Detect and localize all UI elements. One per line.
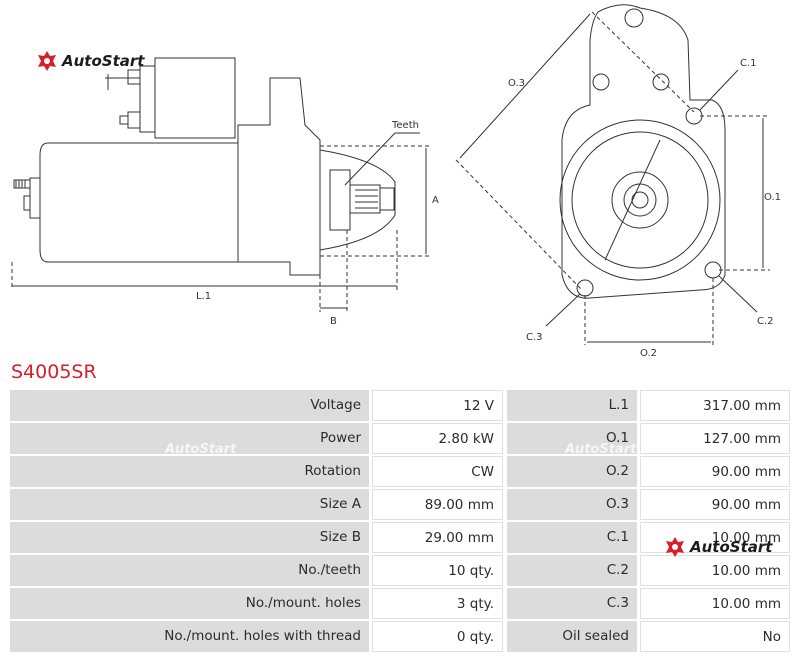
- technical-drawing: Teeth A B L.1 O.1 O.2 O.3 C.1 C.2 C.3: [11, 4, 781, 359]
- spec-label: O.1: [507, 423, 637, 454]
- spec-label: L.1: [507, 390, 637, 421]
- brand-name: AutoStart: [690, 538, 773, 556]
- spec-value: 10.00 mm: [640, 522, 790, 553]
- table-row: No./mount. holes 3 qty. C.3 10.00 mm: [10, 588, 790, 619]
- spec-value: 10.00 mm: [640, 588, 790, 619]
- spec-label: No./mount. holes: [10, 588, 369, 619]
- table-row: No./mount. holes with thread 0 qty. Oil …: [10, 621, 790, 652]
- spec-value: 317.00 mm: [640, 390, 790, 421]
- spec-label: Size B: [10, 522, 369, 553]
- part-number-title: S4005SR: [11, 361, 97, 383]
- spec-label: Oil sealed: [507, 621, 637, 652]
- table-row: Size B 29.00 mm C.1 10.00 mm: [10, 522, 790, 553]
- spec-value: 89.00 mm: [372, 489, 503, 520]
- spec-value: CW: [372, 456, 503, 487]
- spec-value: 90.00 mm: [640, 489, 790, 520]
- dim-b-label: B: [330, 316, 337, 327]
- dim-c2-label: C.2: [757, 316, 774, 327]
- spec-value: 127.00 mm: [640, 423, 790, 454]
- spec-value: 2.80 kW: [372, 423, 503, 454]
- table-row: No./teeth 10 qty. C.2 10.00 mm: [10, 555, 790, 586]
- autostart-logo-icon: [38, 51, 56, 71]
- spec-label: Rotation: [10, 456, 369, 487]
- brand-logo: AutoStart: [664, 536, 772, 558]
- brand-name: AutoStart: [62, 52, 145, 70]
- table-row: Power 2.80 kW O.1 127.00 mm: [10, 423, 790, 454]
- spec-label: Power: [10, 423, 369, 454]
- spec-value: 10 qty.: [372, 555, 503, 586]
- specs-table: Voltage 12 V L.1 317.00 mm Power 2.80 kW…: [10, 390, 790, 654]
- dim-a-label: A: [432, 195, 439, 206]
- spec-value: 10.00 mm: [640, 555, 790, 586]
- table-row: Voltage 12 V L.1 317.00 mm: [10, 390, 790, 421]
- table-row: Size A 89.00 mm O.3 90.00 mm: [10, 489, 790, 520]
- dim-o1-label: O.1: [764, 192, 781, 203]
- table-row: Rotation CW O.2 90.00 mm: [10, 456, 790, 487]
- spec-label: C.1: [507, 522, 637, 553]
- spec-label: No./mount. holes with thread: [10, 621, 369, 652]
- spec-label: Voltage: [10, 390, 369, 421]
- spec-value: 3 qty.: [372, 588, 503, 619]
- dim-o3-label: O.3: [508, 78, 525, 89]
- spec-value: 0 qty.: [372, 621, 503, 652]
- dim-o2-label: O.2: [640, 348, 657, 359]
- spec-label: C.2: [507, 555, 637, 586]
- autostart-logo-icon: [666, 537, 684, 557]
- dim-c1-label: C.1: [740, 58, 757, 69]
- spec-label: Size A: [10, 489, 369, 520]
- side-view-starter: [13, 57, 396, 276]
- dim-l1-label: L.1: [196, 291, 211, 302]
- spec-value: 12 V: [372, 390, 503, 421]
- spec-label: O.2: [507, 456, 637, 487]
- spec-value: 29.00 mm: [372, 522, 503, 553]
- spec-value: No: [640, 621, 790, 652]
- brand-logo: AutoStart: [36, 50, 144, 72]
- spec-label: No./teeth: [10, 555, 369, 586]
- spec-value: 90.00 mm: [640, 456, 790, 487]
- spec-label: C.3: [507, 588, 637, 619]
- front-view-flange: [559, 4, 726, 299]
- dim-c3-label: C.3: [526, 332, 543, 343]
- spec-label: O.3: [507, 489, 637, 520]
- teeth-label: Teeth: [391, 120, 419, 131]
